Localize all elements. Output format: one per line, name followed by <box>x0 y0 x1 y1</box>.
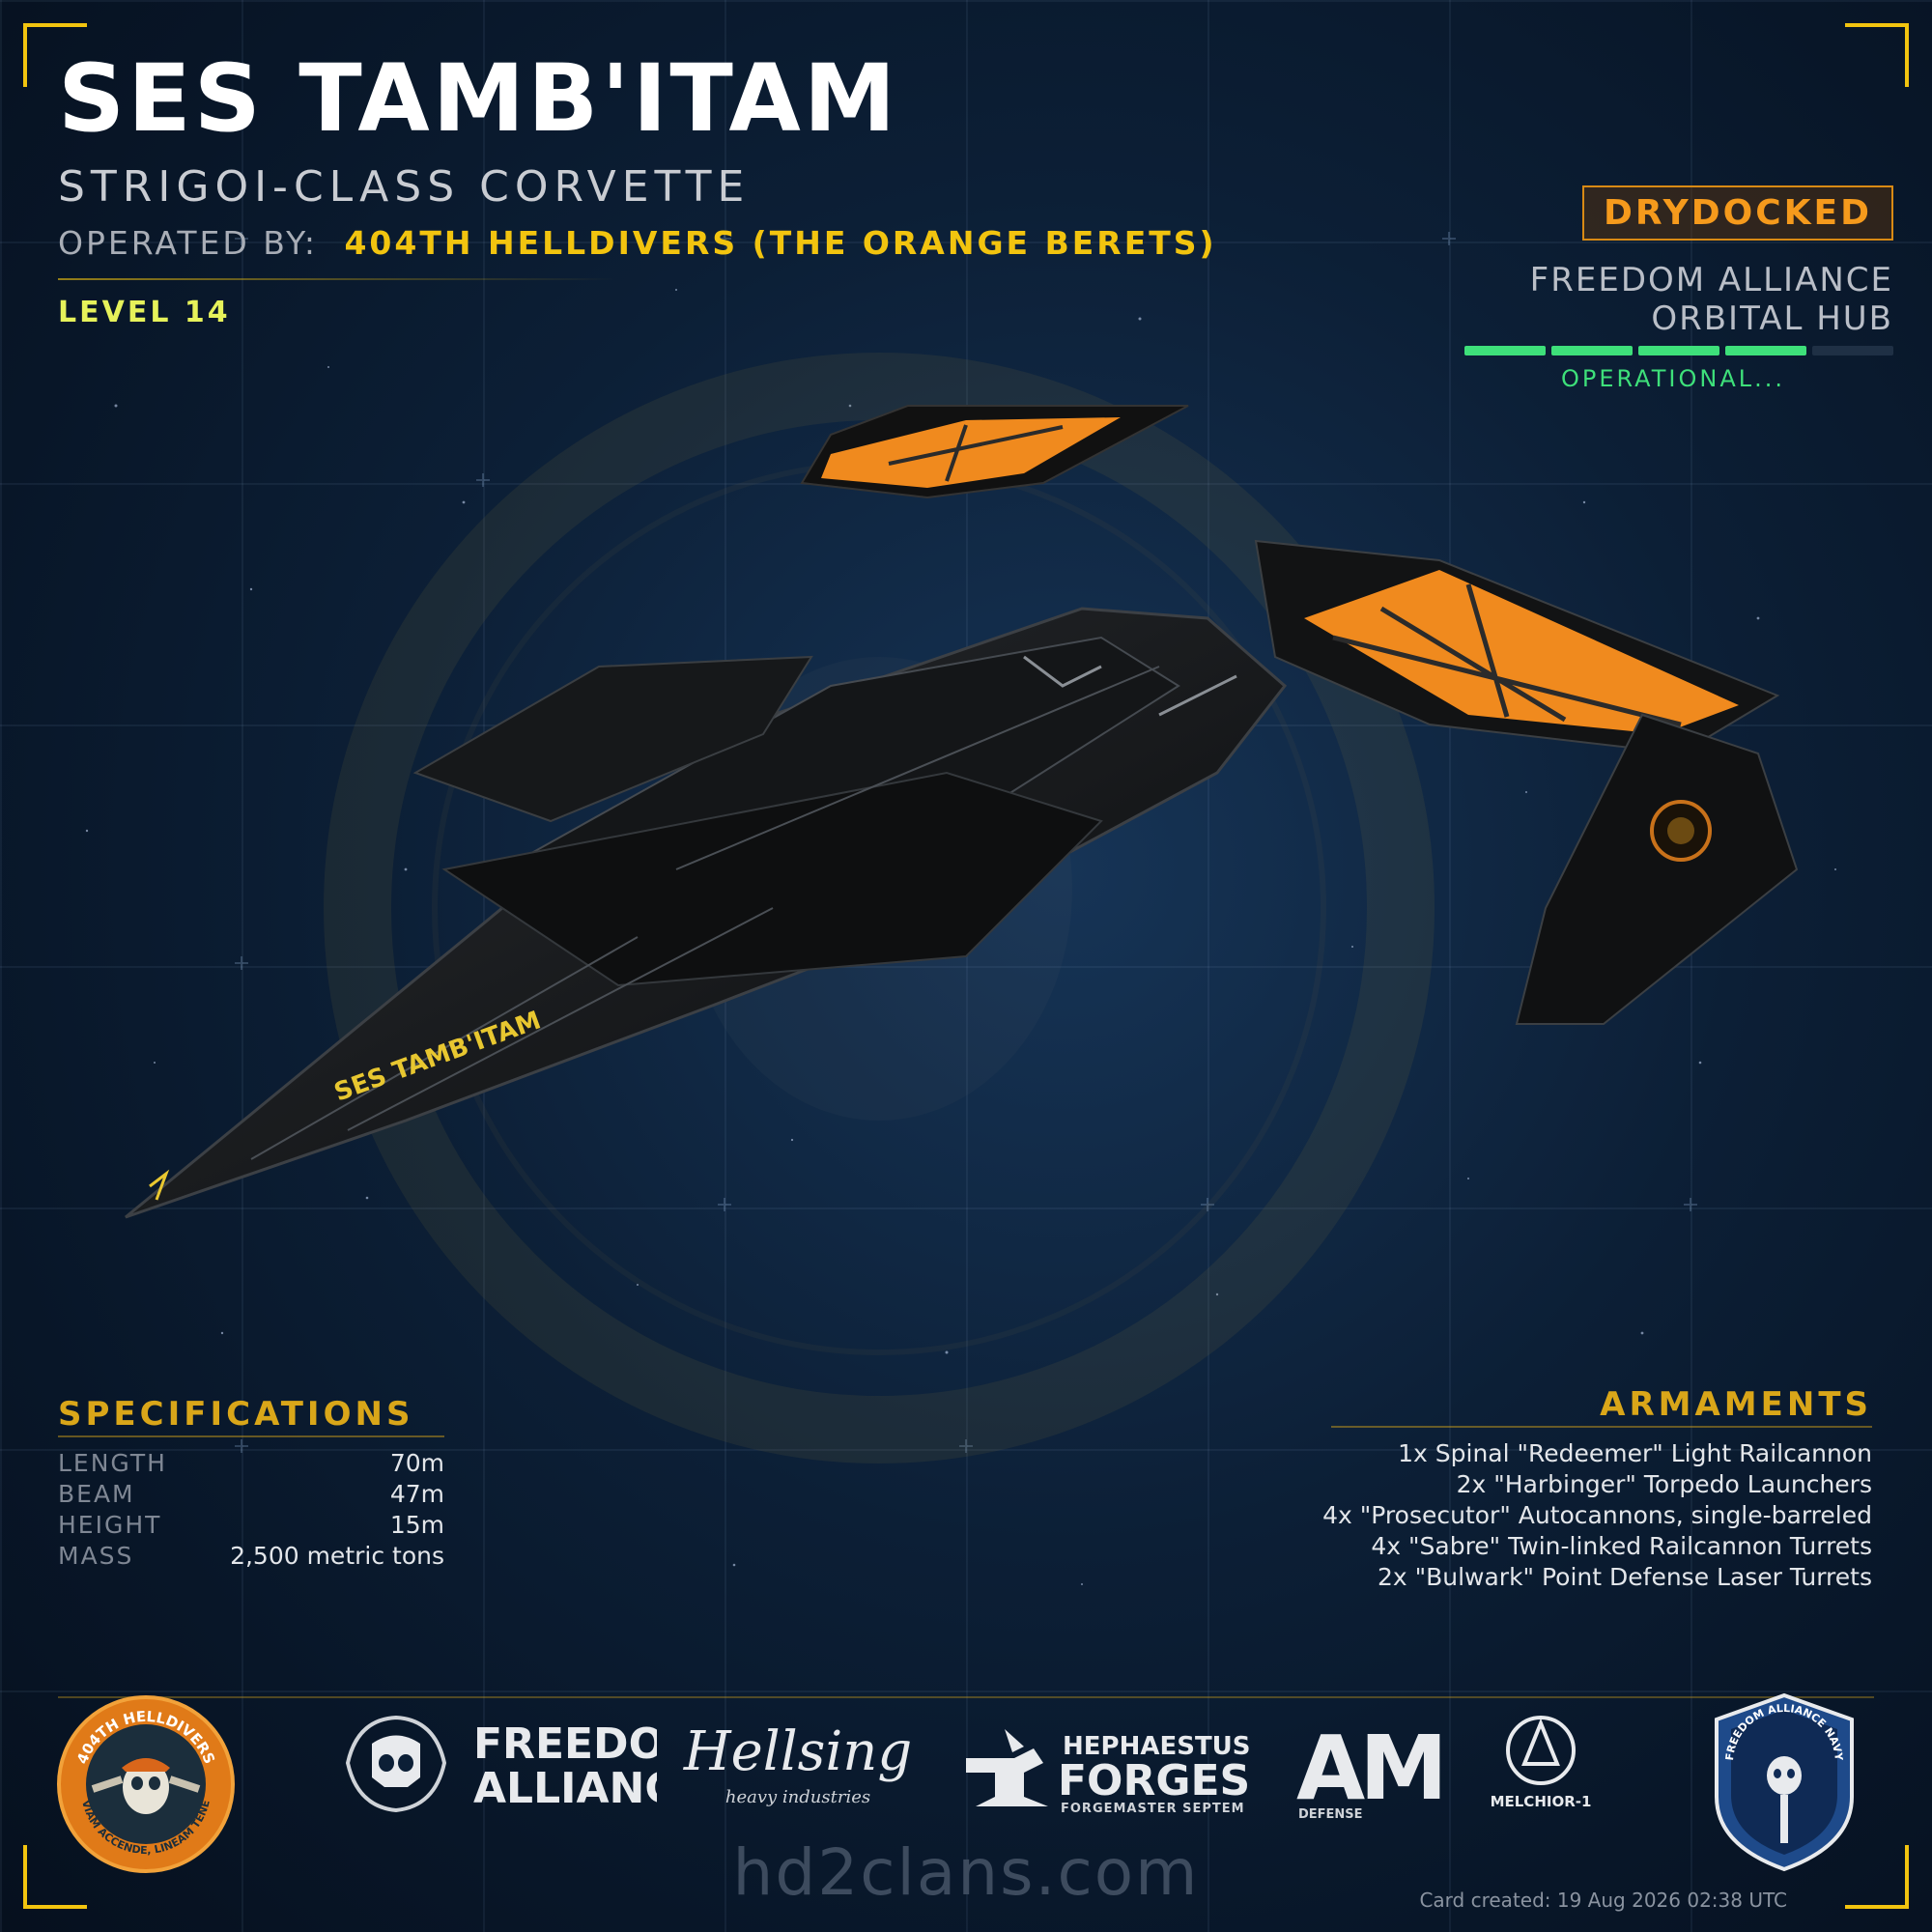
armament-item: 4x "Prosecutor" Autocannons, single-barr… <box>1322 1501 1872 1529</box>
clan-patch-logo[interactable]: 404TH HELLDIVERS VIAM ACCENDE, LINEAM TE… <box>54 1692 238 1876</box>
location-line-1: FREEDOM ALLIANCE <box>1529 261 1893 299</box>
am-text: AM <box>1296 1719 1442 1820</box>
location-line-2: ORBITAL HUB <box>1651 299 1893 338</box>
ship-render: SES TAMB'ITAM <box>125 405 1799 1219</box>
ship-class: STRIGOI-CLASS CORVETTE <box>58 162 751 212</box>
specifications-divider <box>58 1435 444 1437</box>
armaments-heading: ARMAMENTS <box>1600 1385 1872 1424</box>
spec-row: BEAM 47m <box>58 1480 444 1511</box>
status-progress-bar <box>1464 346 1893 355</box>
operational-status: OPERATIONAL... <box>1560 365 1785 392</box>
freedom-alliance-text-1: FREEDOM <box>473 1719 657 1769</box>
status-progress-segment <box>1638 346 1719 355</box>
operated-by-label: OPERATED BY: <box>58 224 318 262</box>
hellsing-text: Hellsing <box>683 1720 912 1783</box>
hellsing-subtext: heavy industries <box>725 1787 870 1807</box>
ship-level: LEVEL 14 <box>58 296 231 329</box>
status-progress-segment <box>1725 346 1806 355</box>
status-progress-segment <box>1812 346 1893 355</box>
armaments-divider <box>1331 1426 1872 1428</box>
spec-value: 15m <box>389 1511 444 1539</box>
hellsing-logo[interactable]: Hellsing heavy industries <box>682 1710 914 1816</box>
header-divider <box>58 278 618 280</box>
melchior-text: MELCHIOR-1 <box>1491 1793 1592 1810</box>
hephaestus-text-1: HEPHAESTUS <box>1063 1732 1251 1761</box>
armament-item: 4x "Sabre" Twin-linked Railcannon Turret… <box>1371 1532 1872 1560</box>
spec-label: LENGTH <box>58 1449 167 1477</box>
armaments-list: 1x Spinal "Redeemer" Light Railcannon 2x… <box>1322 1439 1872 1594</box>
freedom-alliance-logo[interactable]: FREEDOM ALLIANCE <box>338 1710 657 1816</box>
spec-label: BEAM <box>58 1480 135 1508</box>
am-subtext: DEFENSE <box>1298 1807 1363 1822</box>
spec-row: LENGTH 70m <box>58 1449 444 1480</box>
spec-label: MASS <box>58 1542 134 1570</box>
operator-name[interactable]: 404TH HELLDIVERS (THE ORANGE BERETS) <box>344 224 1217 262</box>
armament-item: 2x "Bulwark" Point Defense Laser Turrets <box>1377 1563 1872 1591</box>
ship-name: SES TAMB'ITAM <box>58 44 899 153</box>
status-badge: DRYDOCKED <box>1582 185 1893 241</box>
frame-corner-top-right <box>1845 23 1909 87</box>
freedom-alliance-text-2: ALLIANCE <box>473 1764 657 1813</box>
spec-row: MASS 2,500 metric tons <box>58 1542 444 1573</box>
hephaestus-forges-logo[interactable]: HEPHAESTUS FORGES FORGEMASTER SEPTEM <box>956 1719 1265 1816</box>
status-progress-segment <box>1464 346 1546 355</box>
specifications-heading: SPECIFICATIONS <box>58 1395 414 1434</box>
frame-corner-bottom-right <box>1845 1845 1909 1909</box>
spec-value: 2,500 metric tons <box>230 1542 444 1570</box>
location: FREEDOM ALLIANCE ORBITAL HUB <box>1530 261 1893 338</box>
spec-row: HEIGHT 15m <box>58 1511 444 1542</box>
specifications-table: LENGTH 70m BEAM 47m HEIGHT 15m MASS 2,50… <box>58 1449 444 1573</box>
frame-corner-top-left <box>23 23 87 87</box>
am-defense-logo[interactable]: AM DEFENSE <box>1294 1719 1459 1826</box>
hephaestus-subtext: FORGEMASTER SEPTEM <box>1061 1802 1245 1816</box>
hephaestus-text-2: FORGES <box>1058 1756 1250 1805</box>
card-created-timestamp: Card created: 19 Aug 2026 02:38 UTC <box>1419 1889 1787 1912</box>
freedom-alliance-navy-logo[interactable]: FREEDOM ALLIANCE NAVY <box>1712 1690 1857 1874</box>
spec-value: 70m <box>389 1449 444 1477</box>
frame-corner-bottom-left <box>23 1845 87 1909</box>
armament-item: 1x Spinal "Redeemer" Light Railcannon <box>1398 1439 1872 1467</box>
melchior-logo[interactable]: MELCHIOR-1 <box>1478 1710 1604 1816</box>
status-progress-segment <box>1551 346 1633 355</box>
operator-line: OPERATED BY: 404TH HELLDIVERS (THE ORANG… <box>58 224 1217 262</box>
footer-divider <box>58 1696 1874 1698</box>
site-url[interactable]: hd2clans.com <box>732 1835 1200 1910</box>
spec-label: HEIGHT <box>58 1511 162 1539</box>
armament-item: 2x "Harbinger" Torpedo Launchers <box>1456 1470 1872 1498</box>
spec-value: 47m <box>389 1480 444 1508</box>
